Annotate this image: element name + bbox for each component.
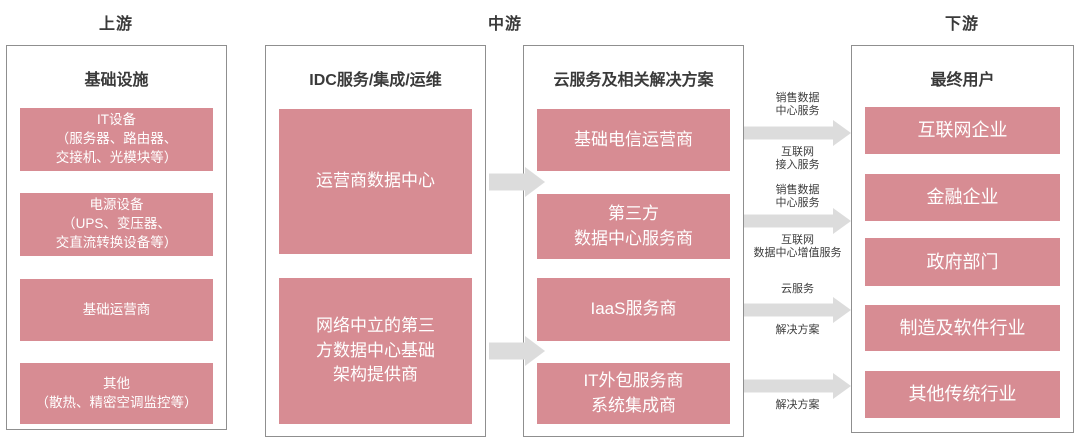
flow-label-sell-dc-services-2: 销售数据 中心服务 (775, 184, 820, 209)
stage-label-upstream: 上游 (98, 16, 133, 33)
column-cloud-solutions: 云服务及相关解决方案 基础电信运营商 第三方 数据中心服务商 IaaS服务商 I… (523, 45, 744, 437)
node-government: 政府部门 (865, 238, 1060, 286)
flow-label-internet-access: 互联网 接入服务 (775, 146, 820, 171)
column-title-end-users: 最终用户 (930, 72, 995, 89)
stage-label-downstream: 下游 (944, 16, 979, 33)
node-power-equipment: 电源设备 （UPS、变压器、 交直流转换设备等） (20, 193, 213, 256)
column-idc-services: IDC服务/集成/运维 运营商数据中心 网络中立的第三 方数据中心基础 架构提供… (265, 45, 486, 437)
flow-label-solutions-1: 解决方案 (775, 324, 820, 336)
arrow-shaft (744, 379, 833, 393)
node-internet-companies: 互联网企业 (865, 107, 1060, 154)
arrow-head (525, 167, 545, 197)
column-title-cloud-solutions: 云服务及相关解决方案 (553, 72, 714, 89)
node-manufacturing-software: 制造及软件行业 (865, 305, 1060, 351)
arrow-head (833, 373, 851, 399)
column-title-idc-services: IDC服务/集成/运维 (309, 72, 442, 89)
stage-label-midstream: 中游 (487, 16, 522, 33)
column-end-users: 最终用户 互联网企业 金融企业 政府部门 制造及软件行业 其他传统行业 (851, 45, 1074, 433)
arrow-shaft (744, 303, 833, 317)
node-financial-companies: 金融企业 (865, 174, 1060, 221)
node-it-outsourcing-integrators: IT外包服务商 系统集成商 (537, 363, 730, 424)
right-arrow-icon (489, 336, 545, 366)
arrow-head (525, 336, 545, 366)
arrow-shaft (744, 126, 833, 140)
flow-label-solutions-2: 解决方案 (775, 399, 820, 411)
node-third-party-dc-providers: 第三方 数据中心服务商 (537, 194, 730, 259)
flow-label-idc-value-added: 互联网 数据中心增值服务 (753, 234, 842, 259)
node-carrier-datacenter: 运营商数据中心 (279, 109, 472, 254)
column-infrastructure: 基础设施 IT设备 （服务器、路由器、 交接机、光模块等） 电源设备 （UPS、… (6, 45, 227, 430)
right-arrow-icon (744, 208, 851, 234)
node-other-traditional: 其他传统行业 (865, 371, 1060, 418)
arrow-head (833, 120, 851, 146)
node-neutral-third-party-provider: 网络中立的第三 方数据中心基础 架构提供商 (279, 278, 472, 424)
column-title-infrastructure: 基础设施 (84, 72, 149, 89)
arrow-shaft (489, 342, 525, 360)
right-arrow-icon (744, 373, 851, 399)
node-telecom-operators: 基础电信运营商 (537, 109, 730, 171)
arrow-shaft (489, 173, 525, 191)
flow-label-cloud-services: 云服务 (781, 283, 814, 295)
right-arrow-icon (489, 167, 545, 197)
right-arrow-icon (744, 120, 851, 146)
node-basic-carriers: 基础运营商 (20, 279, 213, 341)
arrow-head (833, 208, 851, 234)
node-it-equipment: IT设备 （服务器、路由器、 交接机、光模块等） (20, 108, 213, 171)
node-other-cooling: 其他 （散热、精密空调监控等） (20, 363, 213, 424)
arrow-head (833, 297, 851, 323)
right-arrow-icon (744, 297, 851, 323)
arrow-shaft (744, 214, 833, 228)
node-iaas-providers: IaaS服务商 (537, 278, 730, 341)
flow-label-sell-dc-services-1: 销售数据 中心服务 (775, 92, 820, 117)
